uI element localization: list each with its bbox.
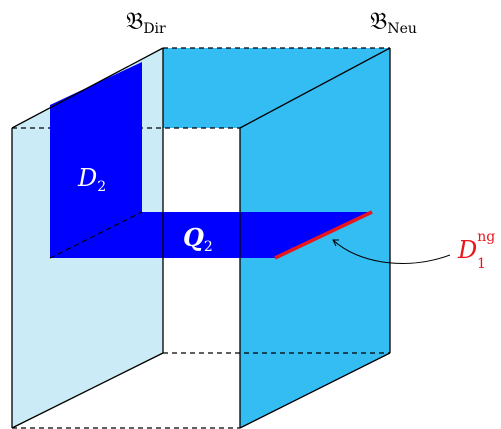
- d1ng-label: Dng: [457, 229, 495, 264]
- b-dir-label: 𝔅Dir: [126, 7, 166, 37]
- d1ng-sub: 1: [477, 256, 486, 272]
- region-hidden-edge: [49, 211, 143, 259]
- region-d2-q2: [50, 62, 372, 258]
- d1ng-arrow: [332, 239, 451, 264]
- d1ng-arrowhead: [332, 239, 339, 247]
- b-neu-label: 𝔅Neu: [370, 7, 417, 37]
- visible-edges: [11, 47, 391, 429]
- q2-label: Q2: [183, 223, 213, 255]
- d2-label: D2: [77, 164, 106, 195]
- d1ng-edge: [274, 210, 373, 260]
